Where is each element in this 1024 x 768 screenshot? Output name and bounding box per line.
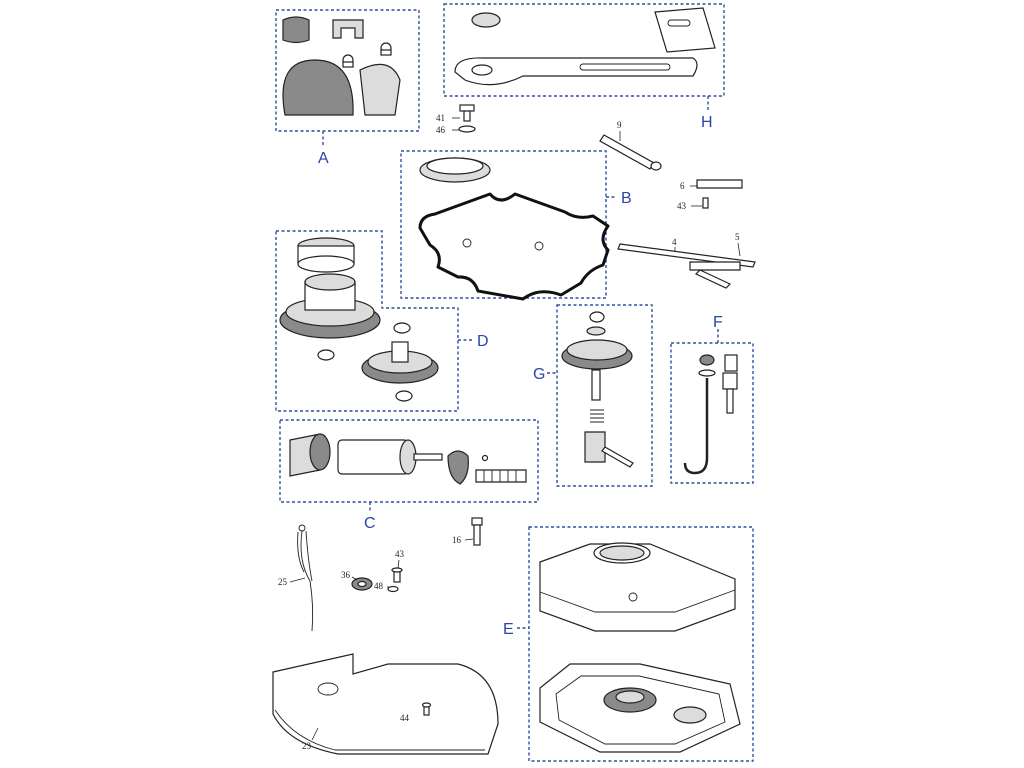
callout-16: 16 (452, 535, 462, 545)
motor-part (337, 439, 409, 475)
group-h-outline (443, 3, 725, 97)
callout-43-upper: 43 (677, 201, 687, 211)
group-g-label: G (533, 366, 545, 383)
group-c-parts (289, 433, 527, 485)
group-d: D (275, 230, 489, 412)
group-f-label: F (713, 314, 723, 331)
group-a-parts (282, 16, 401, 116)
group-c: C (279, 419, 539, 532)
group-a-outline (275, 9, 420, 132)
group-h-label: H (701, 114, 713, 131)
housing-cover-23: 44 23 (272, 653, 499, 755)
group-f: F (670, 314, 754, 484)
group-f-outline (670, 342, 754, 484)
group-a: A (275, 9, 420, 167)
group-b-parts (418, 157, 610, 301)
group-d-label: D (477, 333, 489, 350)
group-f-parts (683, 354, 738, 475)
callout-23: 23 (302, 741, 312, 751)
group-d-outline (275, 230, 459, 412)
group-c-outline (279, 419, 539, 503)
group-b-label: B (621, 190, 632, 207)
callout-46: 46 (436, 125, 446, 135)
group-g-parts (561, 311, 634, 468)
cover-shell-part (282, 59, 354, 116)
group-a-label: A (318, 150, 329, 167)
housing-cover-part (272, 653, 499, 755)
callout-43-lower: 43 (395, 549, 405, 559)
callout-48: 48 (374, 581, 384, 591)
group-e-label: E (503, 621, 514, 638)
loose-parts-lower-left: 25 36 48 43 16 (278, 517, 483, 632)
callout-9: 9 (617, 120, 622, 130)
lever-arm-part (454, 57, 698, 86)
group-h: H (443, 3, 725, 131)
callout-44: 44 (400, 713, 410, 723)
group-g: G (533, 304, 653, 487)
callout-36: 36 (341, 570, 351, 580)
group-h-parts (454, 7, 716, 86)
loose-parts-right: 9 6 43 4 5 (599, 120, 756, 289)
callout-25: 25 (278, 577, 288, 587)
callout-4: 4 (672, 237, 677, 247)
group-c-label: C (364, 515, 376, 532)
callout-6: 6 (680, 181, 685, 191)
gasket-part (418, 192, 610, 301)
callout-5: 5 (735, 232, 740, 242)
callout-41: 41 (436, 113, 445, 123)
loose-bolt-41-46: 41 46 (436, 104, 476, 135)
group-e-parts (539, 542, 741, 753)
group-d-parts (279, 237, 439, 402)
group-b: B (400, 150, 632, 301)
group-e-outline (528, 526, 754, 762)
group-e: E (503, 526, 754, 762)
